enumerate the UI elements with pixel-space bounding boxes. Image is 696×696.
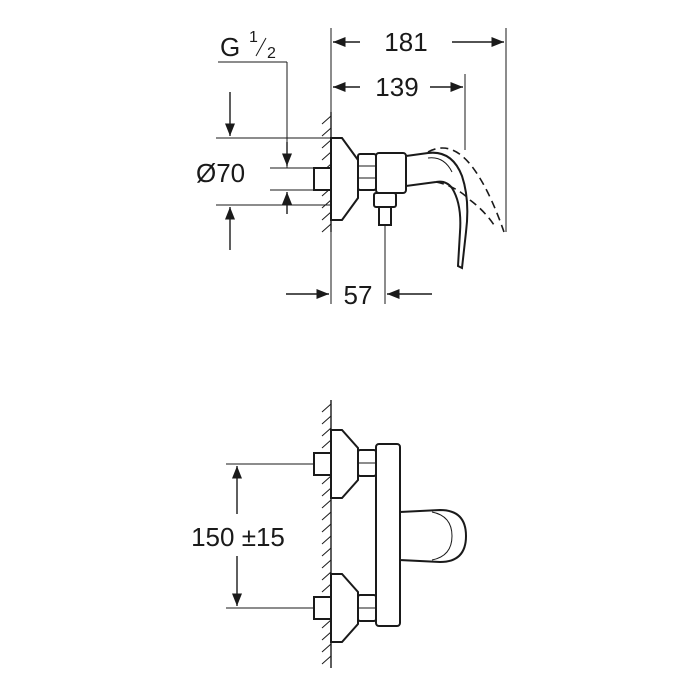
rosette-cone — [330, 137, 359, 221]
rosette-diameter-label: Ø70 — [196, 158, 245, 188]
wall-hatching-bottom — [321, 400, 332, 668]
body-depth-label: 139 — [375, 72, 418, 102]
overall-depth-label: 181 — [384, 27, 427, 57]
lower-rosette — [330, 573, 359, 643]
inlet-thread-stub — [313, 167, 332, 191]
upper-rosette — [330, 429, 359, 499]
lever-handle — [405, 151, 469, 270]
outlet-stub — [378, 206, 392, 226]
thread-letter: G — [220, 32, 240, 62]
upper-inlet-stub — [313, 452, 332, 476]
inlet-spacing-label: 150 ±15 — [191, 522, 285, 552]
mixer-body-top — [375, 443, 401, 627]
lever-alternate-position — [427, 147, 505, 233]
dim-overall-depth: 181 — [330, 27, 507, 232]
top-view: 150 ±15 — [191, 400, 468, 668]
thread-numerator: 1 — [249, 29, 258, 46]
dim-inlet-spacing: 150 ±15 — [191, 463, 314, 609]
outlet-offset-label: 57 — [344, 280, 373, 310]
lever-top — [399, 508, 468, 564]
dim-outlet-offset: 57 — [286, 232, 432, 310]
dim-thread-size: G 1 2 — [218, 29, 314, 214]
side-view: 181 139 G 1 2 Ø70 — [196, 27, 507, 310]
dim-body-depth: 139 — [333, 72, 466, 150]
outlet-nut — [373, 192, 397, 208]
mixer-body — [375, 152, 407, 194]
dim-rosette-diameter: Ø70 — [196, 92, 331, 250]
thread-denominator: 2 — [267, 45, 276, 62]
union-nut — [357, 153, 377, 191]
lower-inlet-stub — [313, 596, 332, 620]
